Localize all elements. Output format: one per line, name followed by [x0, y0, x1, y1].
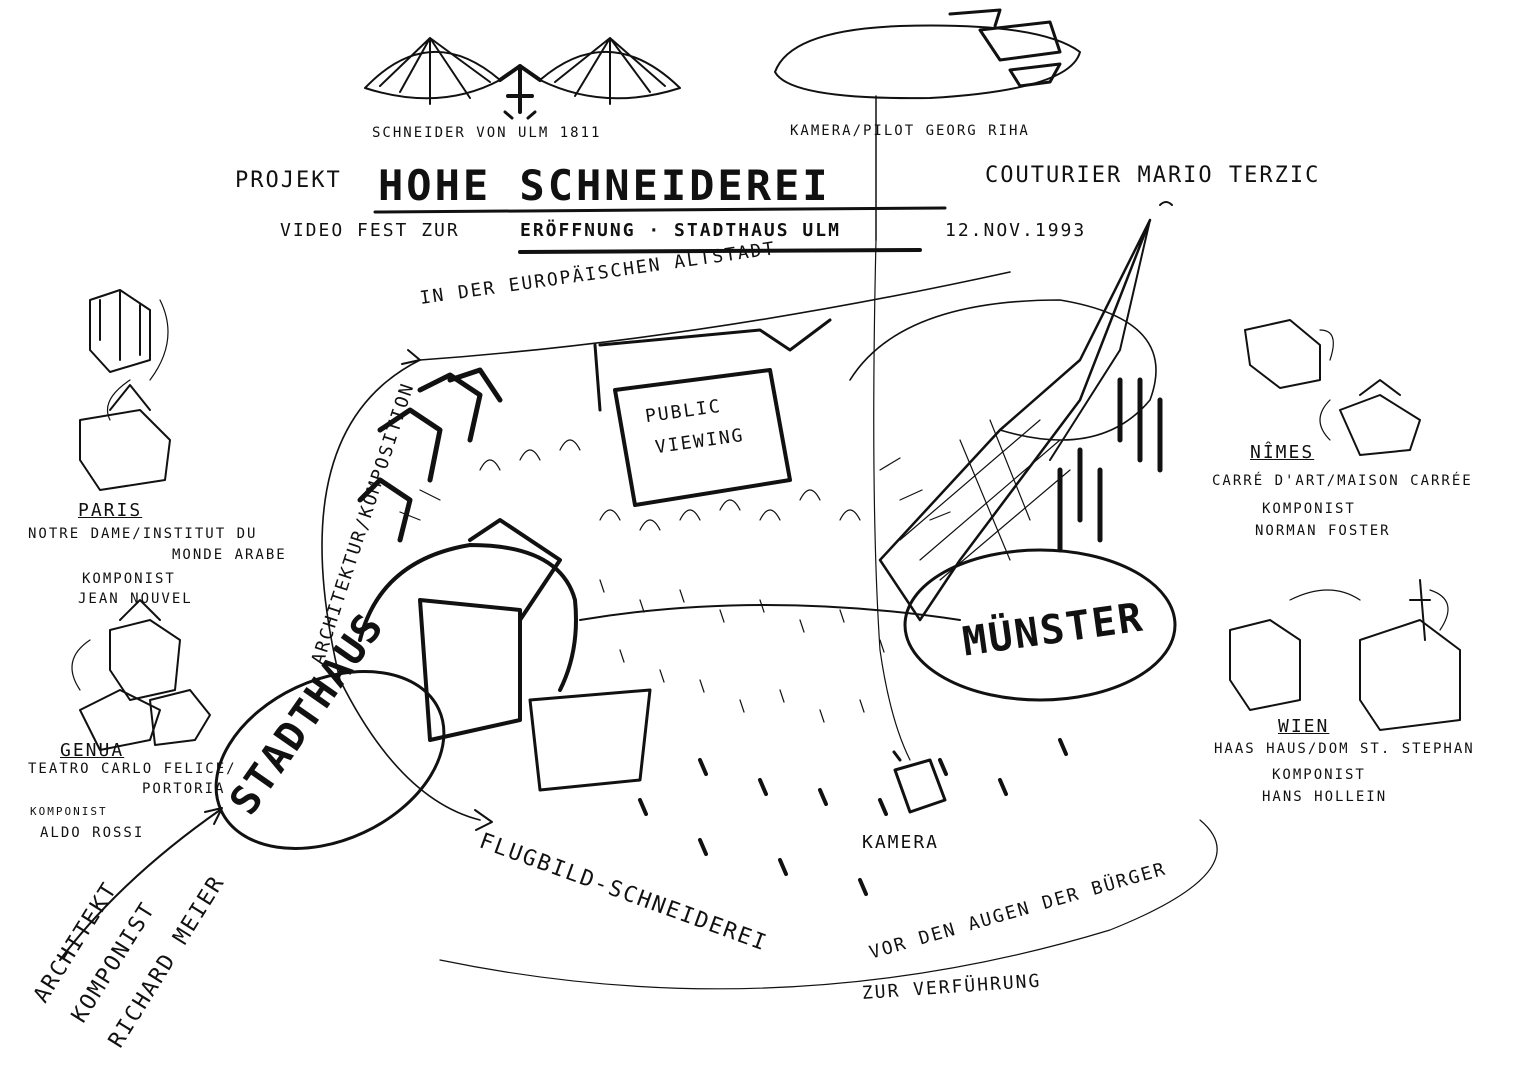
wien-line-1: HAAS HAUS/DOM ST. STEPHAN	[1214, 741, 1475, 757]
airship-icon	[774, 8, 1081, 241]
crowd-hatching	[399, 439, 1068, 896]
city-nimes: NÎMES	[1250, 442, 1315, 463]
muenster-spire-icon	[878, 201, 1173, 622]
genua-line-2: PORTORIA	[142, 781, 226, 797]
muenster-ellipse	[903, 548, 1177, 702]
label-couturier: COUTURIER MARIO TERZIC	[985, 163, 1321, 188]
caption-kamera-pilot: KAMERA/PILOT GEORG RIHA	[790, 123, 1030, 139]
stadthaus-building-icon	[358, 518, 652, 792]
flying-machine-icon	[364, 37, 681, 120]
paris-line-2: MONDE ARABE	[172, 547, 287, 563]
label-projekt: PROJEKT	[235, 168, 342, 193]
wien-name: HANS HOLLEIN	[1262, 789, 1388, 805]
caption-schneider-von-ulm: SCHNEIDER VON ULM 1811	[372, 125, 602, 141]
genua-name: ALDO ROSSI	[40, 825, 145, 841]
genua-buildings-icon	[79, 599, 211, 751]
raised-arms-right	[1057, 377, 1163, 553]
public-viewing-screen	[593, 318, 832, 507]
genua-line-1: TEATRO CARLO FELICE/	[28, 761, 237, 777]
raised-arms-left	[357, 367, 503, 543]
paris-name: JEAN NOUVEL	[78, 591, 193, 607]
nimes-buildings-icon	[1244, 319, 1421, 456]
label-kamera: KAMERA	[862, 832, 940, 853]
page-title: HOHE SCHNEIDEREI	[378, 161, 831, 210]
camera-icon	[892, 750, 947, 814]
city-genua: GENUA	[60, 740, 125, 761]
wien-buildings-icon	[1229, 579, 1461, 731]
genua-komponist: KOMPONIST	[30, 805, 108, 818]
subtitle-main: ERÖFFNUNG · STADTHAUS ULM	[520, 220, 841, 241]
paris-komponist: KOMPONIST	[82, 571, 176, 587]
nimes-line-1: CARRÉ D'ART/MAISON CARRÉE	[1212, 473, 1473, 489]
subtitle-prefix: VIDEO FEST ZUR	[280, 220, 460, 241]
city-paris: PARIS	[78, 500, 143, 521]
subtitle-date: 12.NOV.1993	[945, 220, 1087, 241]
paris-buildings-icon	[79, 289, 171, 491]
wien-komponist: KOMPONIST	[1272, 767, 1366, 783]
paris-line-1: NOTRE DAME/INSTITUT DU	[28, 526, 258, 542]
nimes-komponist: KOMPONIST	[1262, 501, 1356, 517]
nimes-name: NORMAN FOSTER	[1255, 523, 1391, 539]
city-wien: WIEN	[1278, 716, 1330, 737]
